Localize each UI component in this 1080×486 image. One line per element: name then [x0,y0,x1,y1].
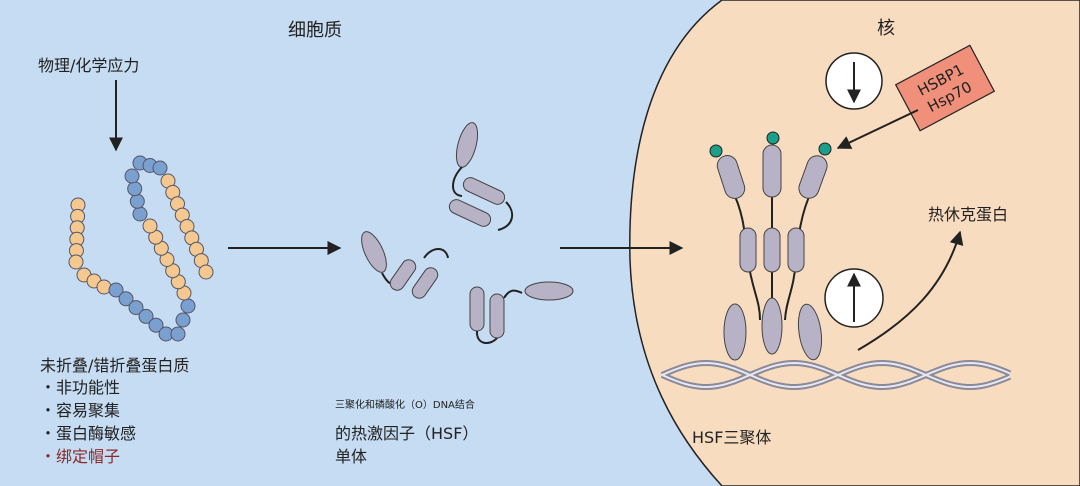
amino-acid-bead [180,298,196,314]
amino-acid-bead [132,206,148,222]
bullet: ・ [40,401,57,420]
amino-acid-bead [152,160,168,176]
list-item: ・非功能性 [40,376,136,399]
trimerization-label: 三聚化和磷酸化（O）DNA结合 [335,400,475,411]
hsp-output-arrow [857,230,964,351]
hsf-monomer [361,231,449,299]
amino-acid-bead [175,312,191,328]
phospho-dots [709,131,832,158]
hsf-monomer-label-line2: 单体 [335,447,368,466]
up-arrow-icon [824,268,884,328]
dna-helix [660,359,1012,391]
hsf-trimer-label: HSF三聚体 [692,428,772,447]
property-text: 蛋白酶敏感 [56,424,137,443]
bullet: ・ [40,424,57,443]
unfolded-protein-title: 未折叠/错折叠蛋白质 [40,356,190,375]
cytoplasm-label: 细胞质 [288,20,342,41]
hsf-monomer-label-line1: 的热激因子（HSF） [335,424,479,443]
amino-acid-bead [129,193,145,209]
bullet: ・ [40,447,57,466]
amino-acid-bead [68,254,84,270]
stress-label: 物理/化学应力 [38,56,140,75]
inhibition-arrow [836,109,919,149]
amino-acid-bead [108,282,124,298]
list-item: ・绑定帽子 [40,445,136,468]
amino-acid-bead [138,308,154,324]
amino-acid-bead [127,181,143,197]
amino-acid-bead [118,291,134,307]
property-text: 绑定帽子 [56,447,121,466]
property-text: 非功能性 [56,378,121,397]
hsf-monomer [469,281,574,344]
protein-property-list: ・非功能性 ・容易聚集 ・蛋白酶敏感 ・绑定帽子 [40,376,136,468]
amino-acid-bead [128,300,144,316]
down-arrow-icon [825,52,883,110]
bullet: ・ [40,378,57,397]
hsf-trimer [709,131,832,361]
amino-acid-bead [198,264,214,280]
list-item: ・蛋白酶敏感 [40,422,136,445]
amino-acid-bead [124,168,140,184]
amino-acid-bead [148,317,164,333]
property-text: 容易聚集 [56,401,121,420]
nucleus-label: 核 [877,18,895,39]
amino-acid-bead [142,218,158,234]
unfolded-protein-chain [68,155,214,342]
hsf-monomer [448,122,514,231]
list-item: ・容易聚集 [40,399,136,422]
hsp-label: 热休克蛋白 [928,205,1009,224]
amino-acid-bead [170,326,186,342]
